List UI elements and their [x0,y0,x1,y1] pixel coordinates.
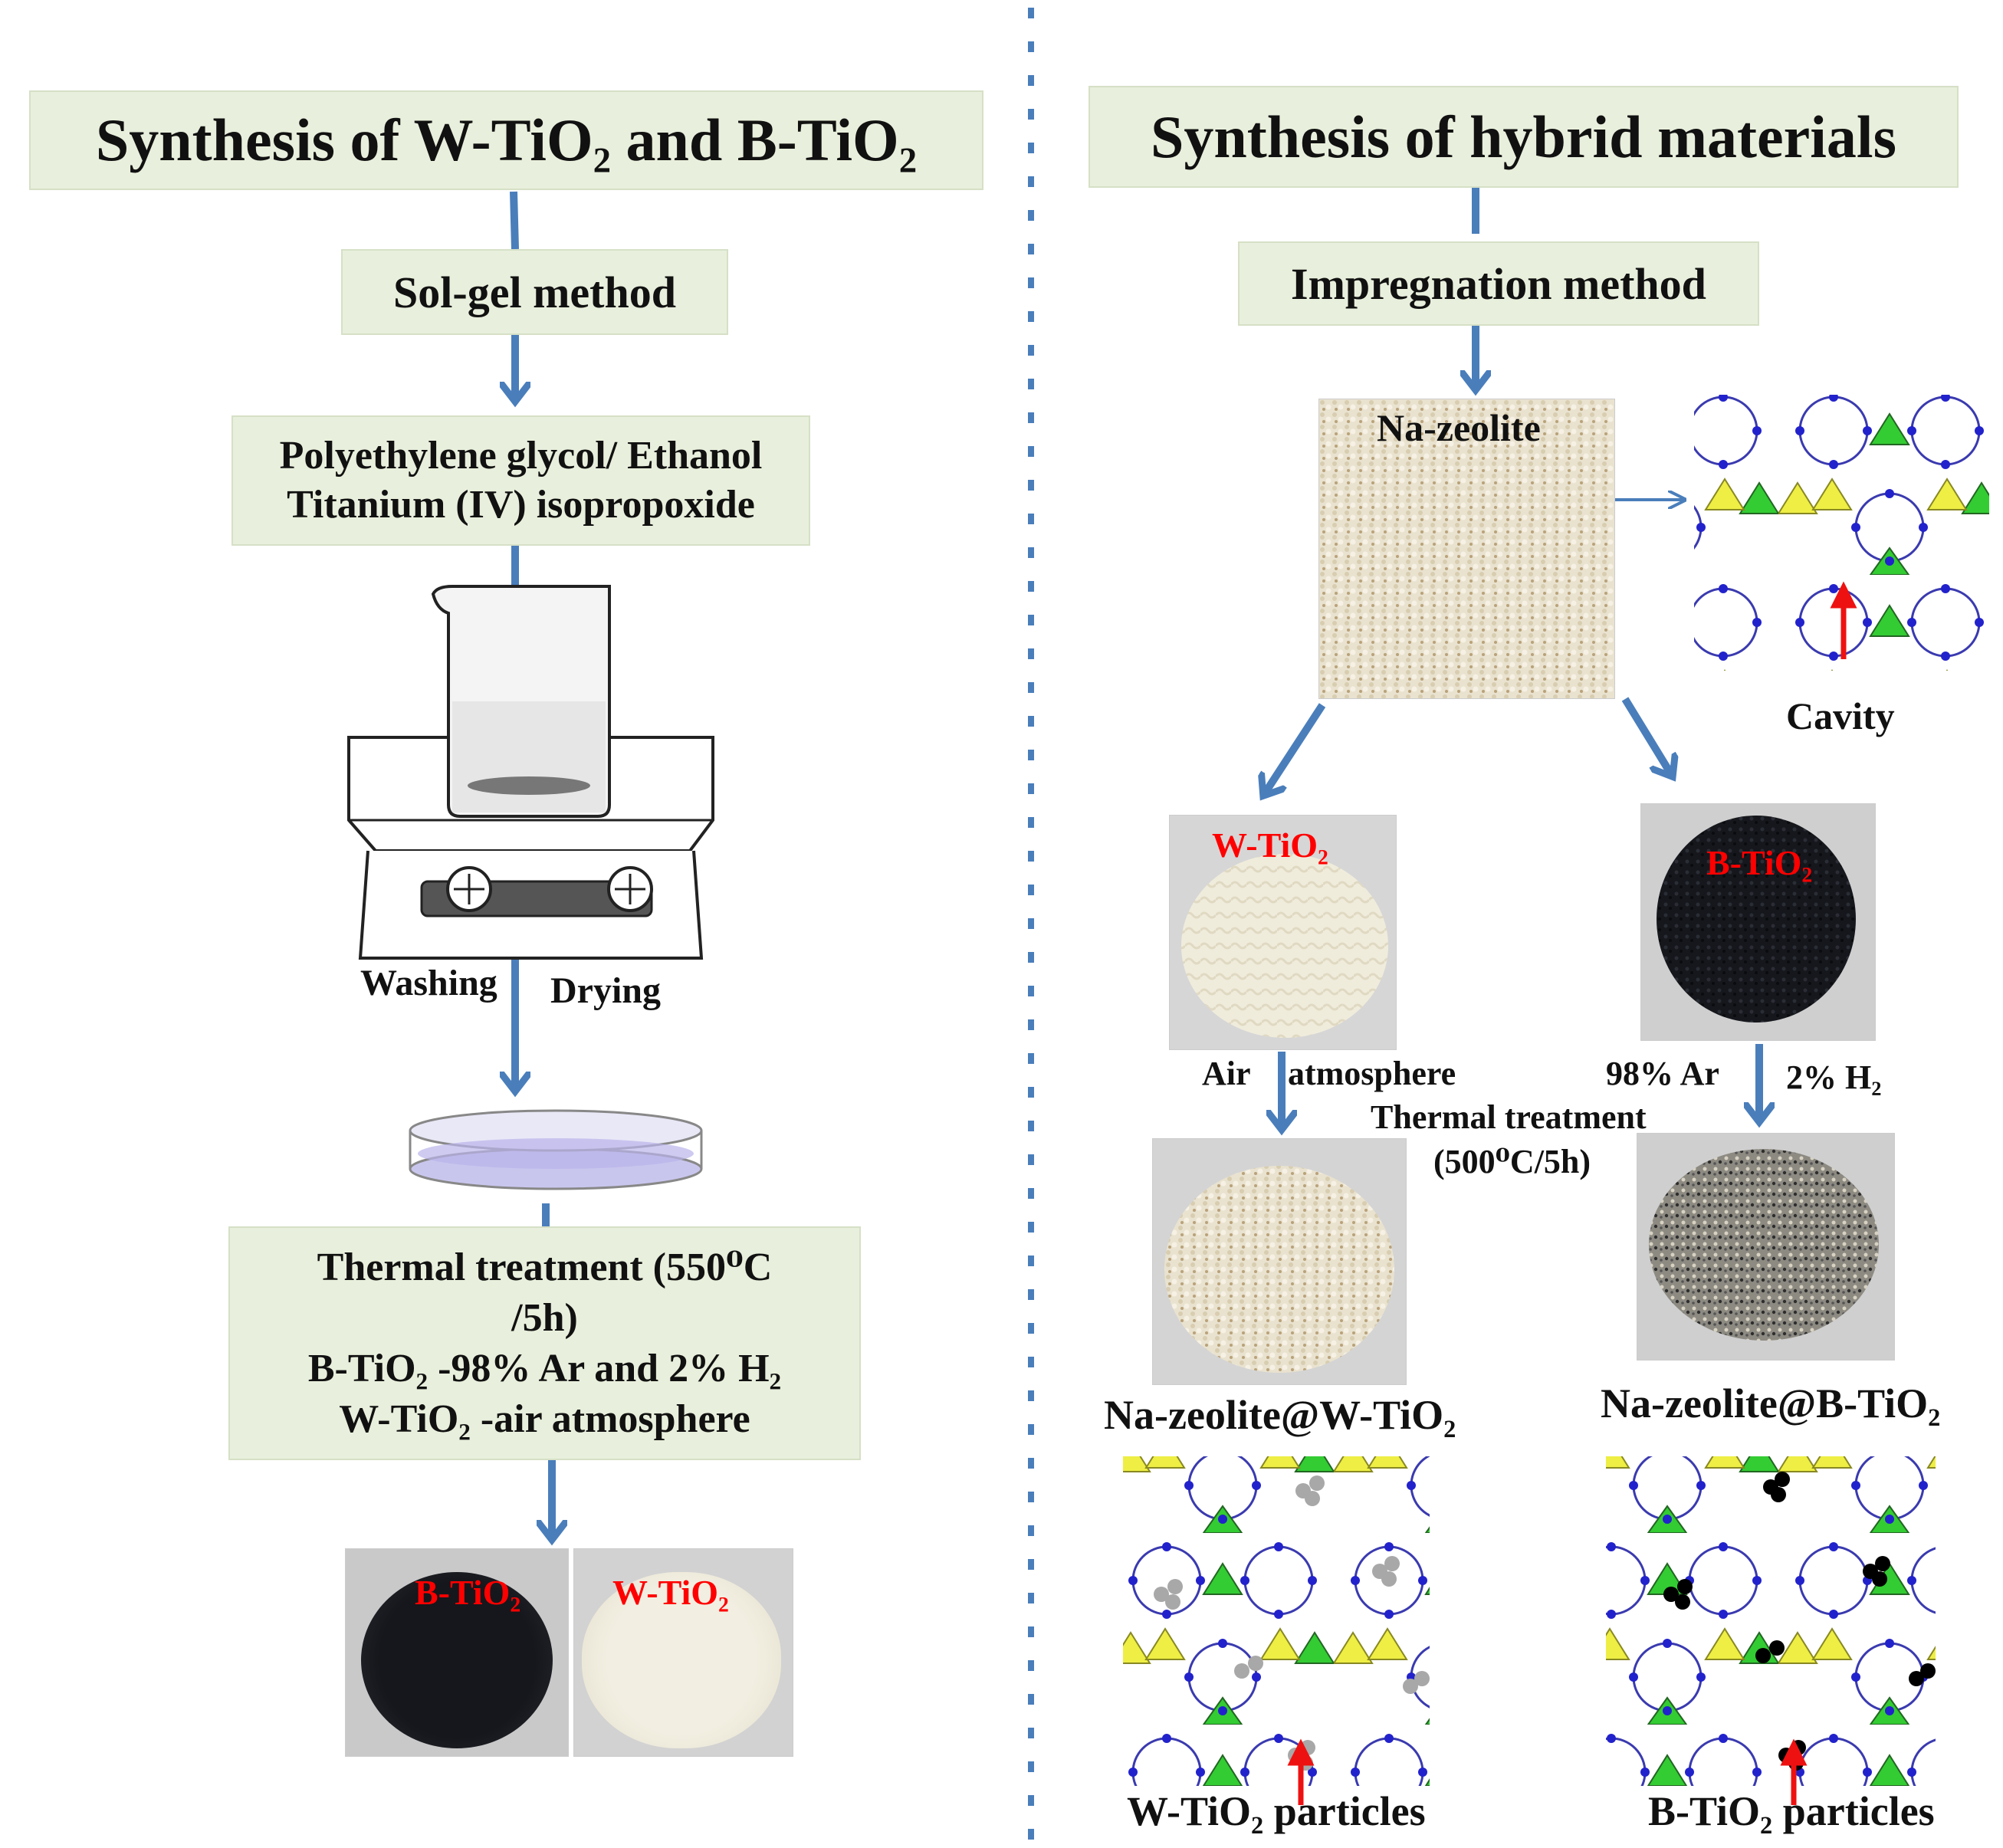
thermal-left-line1: Thermal treatment (550⁰C [317,1245,773,1289]
beaker [431,585,611,818]
photo-na-zeolite: Na-zeolite [1318,399,1615,699]
product-b-label: Na-zeolite@B-TiO₂ [1601,1380,1941,1426]
photo-b-label: B-TiO₂ [415,1573,521,1612]
thermal-right-line2: (500⁰C/5h) [1433,1143,1591,1180]
photo-b-tio2: B-TiO₂ [345,1548,569,1757]
thermal-box-left: Thermal treatment (550⁰C /5h) B-TiO₂ -98… [228,1226,861,1460]
hot-plate [347,736,714,960]
photo-na-zeolite-w-tio2 [1152,1138,1407,1385]
particles-w-label: W-TiO₂ particles [1127,1788,1426,1834]
atmosphere-label: atmosphere [1288,1055,1456,1092]
petri-dish [409,1109,703,1190]
left-title: Synthesis of W-TiO₂ and B-TiO₂ [95,107,918,173]
na-zeolite-label: Na-zeolite [1377,406,1541,449]
washing-label: Washing [360,963,497,1003]
ar-label: 98% Ar [1606,1055,1719,1092]
cavity-label: Cavity [1786,694,1895,737]
reagents-line1: Polyethylene glycol/ Ethanol [279,434,763,478]
sol-gel-label: Sol-gel method [393,267,676,317]
h2-label: 2% H₂ [1786,1059,1882,1096]
framework-w-tio2 [1123,1456,1430,1786]
left-title-box: Synthesis of W-TiO₂ and B-TiO₂ [29,90,983,190]
product-w-label: Na-zeolite@W-TiO₂ [1104,1392,1456,1438]
sol-gel-box: Sol-gel method [341,249,728,335]
thermal-left-line4: W-TiO₂ -air atmosphere [339,1397,750,1441]
particles-b-label: B-TiO₂ particles [1648,1788,1935,1834]
photo-na-zeolite-b-tio2 [1637,1133,1895,1361]
air-label: Air [1202,1055,1251,1092]
framework-b-tio2 [1606,1456,1936,1786]
thermal-left-line3: B-TiO₂ -98% Ar and 2% H₂ [307,1346,782,1390]
photo-w-tio2-right: W-TiO₂ [1169,815,1397,1050]
impregnation-label: Impregnation method [1291,258,1706,309]
photo-b-tio2-right: B-TiO₂ [1640,803,1876,1041]
right-title-box: Synthesis of hybrid materials [1089,86,1959,188]
b-tio2-photo-label: B-TiO₂ [1706,843,1813,882]
thermal-right-line1: Thermal treatment [1371,1098,1647,1136]
photo-w-tio2: W-TiO₂ [573,1548,793,1757]
thermal-left-line2: /5h) [511,1295,578,1340]
reagents-line2: Titanium (IV) isopropoxide [287,483,755,527]
impregnation-box: Impregnation method [1238,241,1759,326]
reagents-box: Polyethylene glycol/ Ethanol Titanium (I… [231,415,810,546]
photo-w-label: W-TiO₂ [612,1573,729,1612]
right-title: Synthesis of hybrid materials [1151,103,1896,170]
w-tio2-photo-label: W-TiO₂ [1212,826,1328,865]
drying-label: Drying [550,970,661,1011]
